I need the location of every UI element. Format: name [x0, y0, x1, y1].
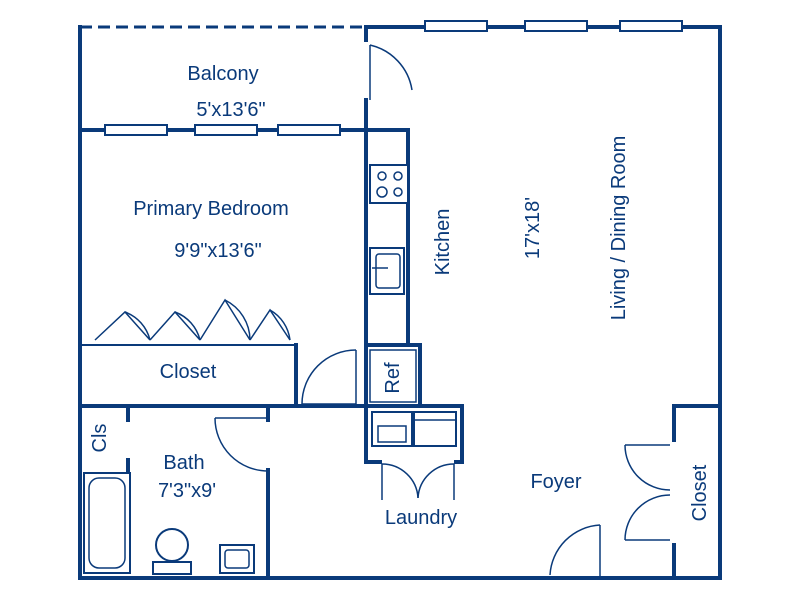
doors: [94, 44, 671, 579]
bedroom-closet-name: Closet: [160, 361, 217, 383]
room-labels: Balcony 5'x13'6" Primary Bedroom 9'9"x13…: [89, 63, 711, 529]
primary-bedroom-size: 9'9"x13'6": [174, 240, 261, 262]
balcony-size: 5'x13'6": [196, 99, 265, 121]
foyer-name: Foyer: [530, 471, 581, 493]
laundry-name: Laundry: [385, 507, 457, 529]
kitchen-name: Kitchen: [432, 209, 454, 276]
ref-name: Ref: [382, 362, 404, 394]
bath-size: 7'3"x9': [158, 480, 216, 502]
primary-bedroom-name: Primary Bedroom: [133, 198, 289, 220]
bath-closet-name: Cls: [89, 424, 111, 453]
living-name: Living / Dining Room: [608, 136, 630, 321]
balcony-name: Balcony: [187, 63, 258, 85]
fixtures: [83, 164, 457, 575]
living-size: 17'x18': [522, 197, 544, 259]
toilet: [155, 528, 189, 562]
foyer-closet-name: Closet: [689, 464, 711, 521]
stove: [369, 164, 409, 204]
windows: [104, 20, 683, 136]
bathtub: [83, 472, 131, 574]
bath-name: Bath: [163, 452, 204, 474]
dryer: [413, 411, 457, 447]
